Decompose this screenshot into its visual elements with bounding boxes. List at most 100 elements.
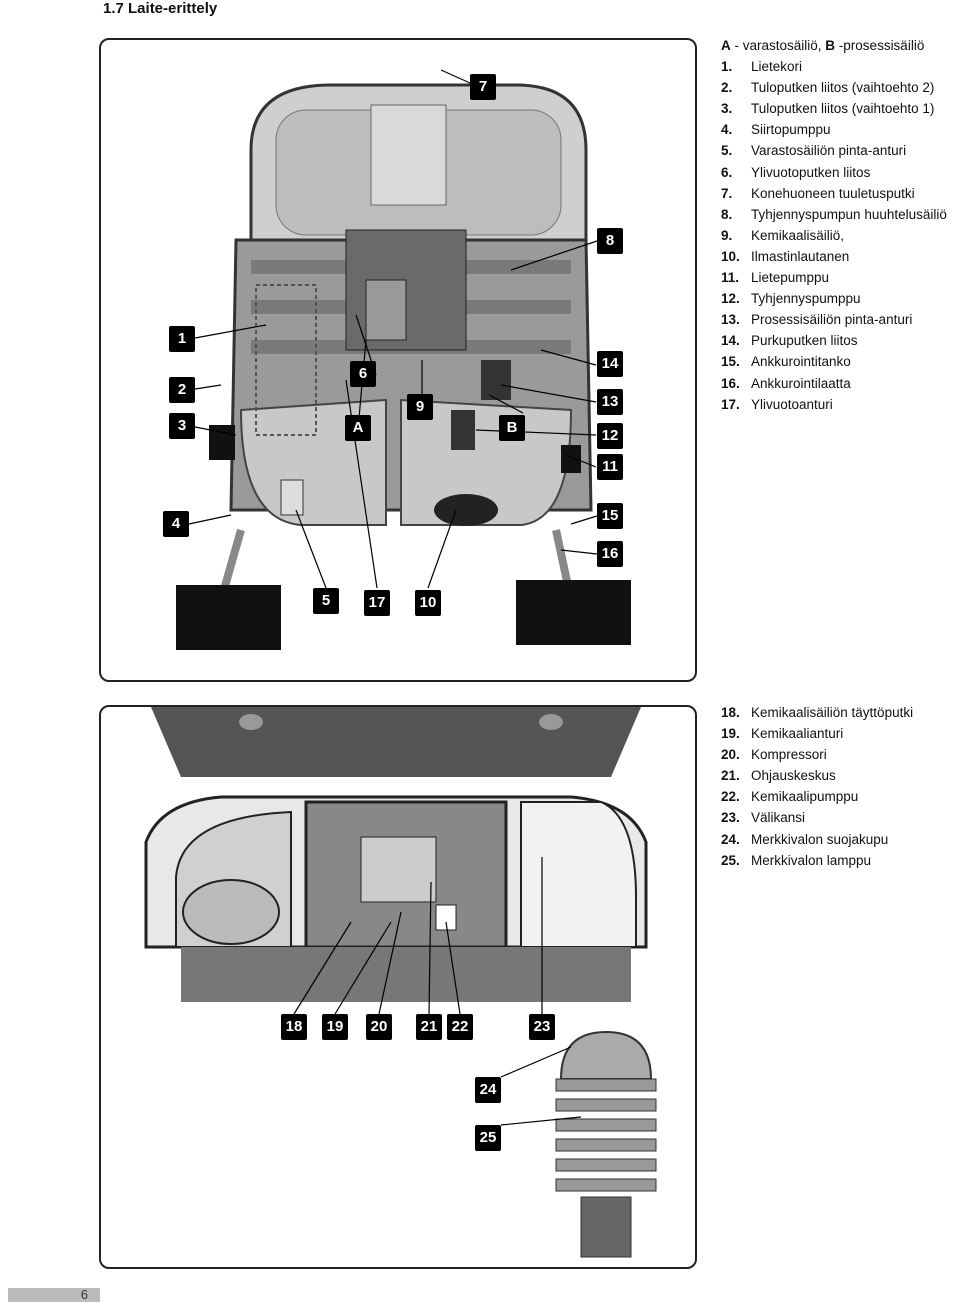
legend-item-text: Konehuoneen tuuletusputki bbox=[751, 185, 915, 201]
legend-item: 2.Tuloputken liitos (vaihtoehto 2) bbox=[721, 77, 947, 98]
callout-23: 23 bbox=[529, 1014, 555, 1040]
legend-item-number: 11. bbox=[721, 270, 740, 286]
callout-15: 15 bbox=[597, 503, 623, 529]
callout-21: 21 bbox=[416, 1014, 442, 1040]
legend-item: 5. Varastosäiliön pinta-anturi bbox=[721, 140, 947, 161]
callout-17: 17 bbox=[364, 590, 390, 616]
legend-item: 9. Kemikaalisäiliö, bbox=[721, 225, 947, 246]
legend-item: 8. Tyhjennyspumpun huuhtelusäiliö bbox=[721, 204, 947, 225]
legend-item-number: 18. bbox=[721, 705, 740, 720]
legend-item: 10. Ilmastinlautanen bbox=[721, 246, 947, 267]
legend-item-number: 12. bbox=[721, 291, 740, 307]
callout-22: 22 bbox=[447, 1014, 473, 1040]
top-view-panel: 18 19 20 21 22 23 24 25 bbox=[99, 705, 697, 1269]
legend-item-number: 10. bbox=[721, 248, 740, 264]
legend-item-number: 8. bbox=[721, 206, 733, 222]
legend-item: 18. Kemikaalisäiliön täyttöputki bbox=[721, 702, 913, 723]
legend-item-number: 15. bbox=[721, 354, 740, 370]
legend-item-number: 14. bbox=[721, 333, 740, 349]
callout-9: 9 bbox=[407, 394, 433, 420]
legend-item-text: Varastosäiliön pinta-anturi bbox=[751, 143, 907, 159]
callout-18: 18 bbox=[281, 1014, 307, 1040]
legend-item-number: 7. bbox=[721, 185, 733, 201]
legend-item: 15. Ankkurointitanko bbox=[721, 351, 947, 372]
callout-3: 3 bbox=[169, 413, 195, 439]
legend-item: 23. Välikansi bbox=[721, 807, 913, 828]
legend-item-text: Ohjauskeskus bbox=[751, 768, 836, 784]
callout-19: 19 bbox=[322, 1014, 348, 1040]
callout-5: 5 bbox=[313, 588, 339, 614]
legend-item-text: Lietepumppu bbox=[751, 270, 830, 286]
callout-20: 20 bbox=[366, 1014, 392, 1040]
legend-item-text: Siirtopumppu bbox=[751, 122, 831, 138]
legend-item-number: 17. bbox=[721, 396, 740, 412]
section-title: 1.7 Laite-erittely bbox=[103, 0, 218, 17]
legend-item: 22.Kemikaalipumppu bbox=[721, 786, 913, 807]
callout-B: B bbox=[499, 415, 525, 441]
legend-item-number: 6. bbox=[721, 164, 733, 180]
legend-item-number: 9. bbox=[721, 227, 733, 243]
legend-item-text: Ylivuotoanturi bbox=[751, 396, 833, 412]
callout-4: 4 bbox=[163, 511, 189, 537]
legend-intro-b: B bbox=[825, 38, 836, 53]
legend-item: 17. Ylivuotoanturi bbox=[721, 394, 947, 415]
callout-1: 1 bbox=[169, 326, 195, 352]
callout-13: 13 bbox=[597, 389, 623, 415]
legend-item-text: Kemikaalipumppu bbox=[751, 789, 859, 805]
legend-item-number: 2. bbox=[721, 80, 733, 96]
legend-item: 21.Ohjauskeskus bbox=[721, 765, 913, 786]
legend-item: 16. Ankkurointilaatta bbox=[721, 373, 947, 394]
legend-item-text: Ilmastinlautanen bbox=[751, 248, 850, 264]
legend-item-number: 3. bbox=[721, 101, 733, 117]
legend-bottom: 18. Kemikaalisäiliön täyttöputki 19.Kemika… bbox=[721, 702, 913, 871]
legend-item-text: Purkuputken liitos bbox=[751, 333, 858, 349]
legend-item: 14. Purkuputken liitos bbox=[721, 330, 947, 351]
callout-8: 8 bbox=[597, 228, 623, 254]
legend-top-list: 1. Lietekori 2.Tuloputken liitos (vaihtoeh… bbox=[721, 56, 947, 415]
legend-item-text: Tyhjennyspumpun huuhtelusäiliö bbox=[751, 206, 947, 222]
legend-item: 7. Konehuoneen tuuletusputki bbox=[721, 183, 947, 204]
legend-item: 3.Tuloputken liitos (vaihtoehto 1) bbox=[721, 98, 947, 119]
legend-item: 24. Merkkivalon suojakupu bbox=[721, 829, 913, 850]
legend-item: 4. Siirtopumppu bbox=[721, 119, 947, 140]
legend-item-text: Ankkurointitanko bbox=[751, 354, 851, 370]
legend-item: 20.Kompressori bbox=[721, 744, 913, 765]
callout-12: 12 bbox=[597, 423, 623, 449]
legend-item-number: 16. bbox=[721, 375, 740, 391]
legend-item-number: 24. bbox=[721, 831, 740, 847]
legend-item-text: Kompressori bbox=[751, 747, 827, 763]
legend-item-number: 5. bbox=[721, 143, 733, 159]
legend-item-text: Ankkurointilaatta bbox=[751, 375, 851, 391]
legend-item-text: Prosessisäiliön pinta-anturi bbox=[751, 312, 913, 328]
callout-14: 14 bbox=[597, 351, 623, 377]
callout-24: 24 bbox=[475, 1077, 501, 1103]
callout-16: 16 bbox=[597, 541, 623, 567]
legend-item-text: Kemikaalisäiliö, bbox=[751, 227, 845, 243]
legend-item-number: 13. bbox=[721, 312, 740, 328]
callout-7: 7 bbox=[470, 74, 496, 100]
legend-item-number: 1. bbox=[721, 59, 733, 75]
legend-item-number: 25. bbox=[721, 852, 740, 868]
legend-intro-b-text: -prosessisäiliö bbox=[835, 38, 925, 53]
callout-A: A bbox=[345, 415, 371, 441]
legend-item-number: 23. bbox=[721, 810, 740, 826]
legend-item-text: Välikansi bbox=[751, 810, 806, 826]
callout-2: 2 bbox=[169, 377, 195, 403]
legend-item-text: Merkkivalon suojakupu bbox=[751, 831, 889, 847]
callout-6: 6 bbox=[350, 361, 376, 387]
legend-item: 11. Lietepumppu bbox=[721, 267, 947, 288]
legend-item-number: 4. bbox=[721, 122, 733, 138]
page-number: 6 bbox=[8, 1288, 100, 1302]
legend-intro-a: A bbox=[721, 38, 731, 53]
legend-item: 12. Tyhjennyspumppu bbox=[721, 288, 947, 309]
legend-item-text: Kemikaalisäiliön täyttöputki bbox=[751, 705, 914, 720]
callout-10: 10 bbox=[415, 590, 441, 616]
legend-item: 19.Kemikaalianturi bbox=[721, 723, 913, 744]
legend-item: 25.Merkkivalon lamppu bbox=[721, 850, 913, 871]
legend-intro: A - varastosäiliö, B -prosessisäiliö bbox=[721, 35, 947, 56]
legend-item-text: Tyhjennyspumppu bbox=[751, 291, 861, 307]
legend-item-text: Lietekori bbox=[751, 59, 803, 75]
legend-item-text: Ylivuotoputken liitos bbox=[751, 164, 871, 180]
legend-bottom-list: 18. Kemikaalisäiliön täyttöputki 19.Kemika… bbox=[721, 702, 913, 871]
callout-11: 11 bbox=[597, 454, 623, 480]
